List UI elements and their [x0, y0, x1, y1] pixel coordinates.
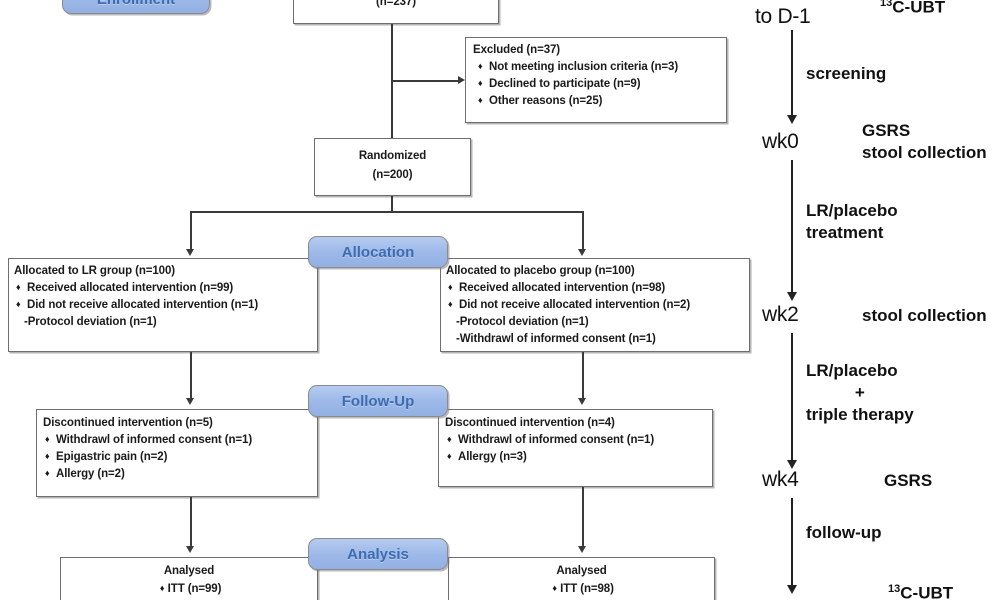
timeline-step-to-d1: to D-1 [755, 5, 811, 28]
alloc-placebo-item-1: Did not receive allocated intervention (… [448, 297, 690, 314]
alloc-placebo-item-0: Received allocated intervention (n=98) [448, 280, 665, 297]
connector-to-excluded [391, 80, 458, 82]
timeline-note-wk0-line1: GSRS [862, 121, 911, 140]
followup-lr-item-0: Withdrawl of informed consent (n=1) [45, 432, 252, 449]
alloc-lr-heading: Allocated to LR group (n=100) [14, 265, 175, 277]
stage-badge-analysis: Analysis [308, 538, 448, 570]
timeline-label-treatment-line1: LR/placebo [806, 201, 898, 220]
arrow-to-followup-lr [186, 398, 194, 405]
timeline-label-treatment-line2: treatment [806, 223, 884, 242]
timeline-note-ubt-bottom: 13C-UBT [888, 578, 1000, 600]
timeline-line-followup [791, 498, 793, 588]
followup-placebo-item-1: Allergy (n=3) [447, 449, 527, 466]
timeline-arrow-triple [787, 460, 797, 469]
analysed-lr-item-0-label: ITT (n=99) [157, 583, 222, 595]
analysed-lr-item-0: ITT (n=99) [60, 581, 318, 598]
stage-badge-enrollment-label: Enrollment [97, 0, 175, 8]
timeline-line-triple [791, 333, 793, 463]
connector-split-left [190, 211, 192, 250]
timeline-line-screening [791, 30, 793, 118]
timeline-label-followup: follow-up [806, 523, 882, 542]
box-randomized [314, 138, 471, 196]
followup-lr-heading: Discontinued intervention (n=5) [43, 417, 213, 429]
arrow-to-excluded [458, 76, 465, 84]
timeline-line-treatment [791, 160, 793, 295]
assessed-line2: (n=237) [376, 0, 416, 8]
followup-lr-item-1: Epigastric pain (n=2) [45, 449, 167, 466]
timeline-label-triple-line1: LR/placebo [806, 361, 898, 380]
timeline-arrow-screening [787, 115, 797, 124]
alloc-placebo-heading: Allocated to placebo group (n=100) [446, 265, 635, 277]
analysed-placebo-item-0-label: ITT (n=98) [549, 583, 614, 595]
timeline-note-ubt-bottom-label: C-UBT [900, 583, 954, 600]
connector-followupplacebo-to-analysis [582, 487, 584, 547]
followup-lr-item-2: Allergy (n=2) [45, 466, 125, 483]
connector-randomized-split [190, 211, 583, 213]
analysed-lr-heading: Analysed [163, 565, 215, 577]
arrow-to-alloc-lr [186, 249, 194, 256]
timeline-label-treatment: LR/placebo treatment [806, 200, 898, 244]
analysed-placebo-item-0: ITT (n=98) [448, 581, 715, 598]
stage-badge-enrollment: Enrollment [62, 0, 210, 14]
timeline-note-wk2: stool collection [862, 306, 987, 325]
connector-alloclr-to-followup [190, 352, 192, 399]
timeline-step-wk4: wk4 [762, 468, 799, 491]
timeline-label-triple-line3: triple therapy [806, 405, 914, 424]
box-assessed-for-eligibility [293, 0, 499, 24]
followup-placebo-heading: Discontinued intervention (n=4) [445, 417, 615, 429]
timeline-arrow-treatment [787, 292, 797, 301]
timeline-note-ubt-top: 13C-UBT [880, 0, 1000, 19]
connector-allocplacebo-to-followup [582, 352, 584, 399]
arrow-to-followup-placebo [578, 398, 586, 405]
excluded-item-0: Not meeting inclusion criteria (n=3) [478, 59, 678, 76]
timeline-note-ubt-top-label: C-UBT [892, 0, 946, 17]
timeline-note-wk4: GSRS [884, 471, 933, 490]
randomized-line2: (n=200) [372, 169, 413, 181]
stage-badge-allocation-label: Allocation [341, 243, 415, 261]
timeline-label-triple-line2: + [854, 383, 865, 402]
alloc-lr-item-1: Did not receive allocated intervention (… [16, 297, 258, 314]
arrow-to-analysis-lr [186, 546, 194, 553]
excluded-item-2: Other reasons (n=25) [478, 93, 602, 110]
timeline-label-screening: screening [806, 64, 887, 83]
randomized-line1: Randomized [358, 150, 427, 162]
excluded-heading: Excluded (n=37) [473, 44, 561, 56]
followup-placebo-item-0: Withdrawl of informed consent (n=1) [447, 432, 654, 449]
timeline-note-wk0: GSRS stool collection [862, 120, 987, 164]
excluded-item-1: Declined to participate (n=9) [478, 76, 641, 93]
alloc-lr-item-0: Received allocated intervention (n=99) [16, 280, 233, 297]
stage-badge-followup: Follow-Up [308, 385, 448, 417]
connector-split-right [582, 211, 584, 250]
connector-randomized-down [391, 196, 393, 212]
timeline-label-triple: LR/placebo + triple therapy [806, 360, 914, 426]
alloc-lr-subitem-0: -Protocol deviation (n=1) [24, 316, 157, 328]
arrow-to-analysis-placebo [578, 546, 586, 553]
timeline-note-wk0-line2: stool collection [862, 143, 987, 162]
timeline-step-wk0: wk0 [762, 130, 799, 153]
arrow-to-alloc-placebo [578, 249, 586, 256]
stage-badge-followup-label: Follow-Up [341, 392, 415, 410]
timeline-step-wk2: wk2 [762, 303, 799, 326]
stage-badge-allocation: Allocation [308, 236, 448, 268]
timeline-arrow-followup [787, 585, 797, 594]
alloc-placebo-subitem-0: -Protocol deviation (n=1) [456, 316, 589, 328]
connector-followuplr-to-analysis [190, 497, 192, 547]
alloc-placebo-subitem-1: -Withdrawl of informed consent (n=1) [456, 333, 656, 345]
stage-badge-analysis-label: Analysis [347, 545, 409, 563]
analysed-placebo-heading: Analysed [556, 565, 607, 577]
